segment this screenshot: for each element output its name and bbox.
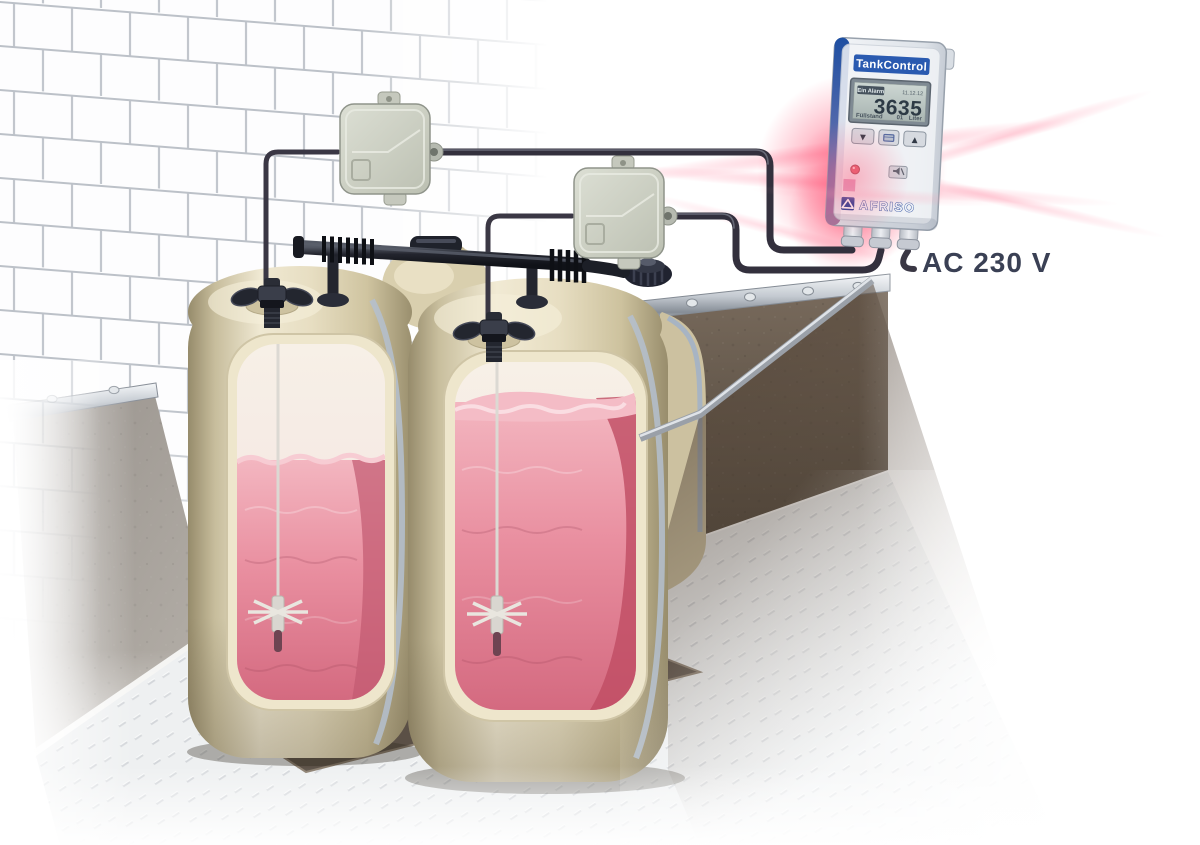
up-arrow-icon: ▲ (909, 135, 919, 147)
manifold-hose (582, 260, 630, 278)
probe-cable-1 (263, 149, 341, 289)
fill-manifold (293, 236, 630, 309)
tank1-probe-fitting (230, 278, 314, 328)
tank1-window (237, 344, 385, 700)
manifold-coupler (322, 236, 374, 265)
up-key (903, 130, 927, 148)
power-label: AC 230 V (922, 247, 1051, 278)
junction-box-1 (339, 91, 444, 206)
lcd-caption-right: Liter (909, 116, 923, 123)
device-title: TankControl (856, 58, 928, 74)
rail-bolt (686, 298, 698, 308)
fade-left (0, 360, 150, 845)
alarm-glow-streak (750, 185, 1010, 207)
tank2-probe-fitting (452, 312, 536, 362)
manifold-end-coupler (549, 249, 587, 283)
tank2-liquid-surface (455, 391, 636, 422)
probe-cable-2 (485, 213, 575, 325)
lcd-date: 11.12.12 (902, 90, 923, 97)
probe-signal-cables (432, 148, 885, 274)
power-cable (900, 248, 917, 272)
front-panel-edge (638, 276, 875, 442)
device-header (853, 54, 930, 76)
cable-probe-1 (432, 148, 856, 254)
fade-bottom (0, 760, 1200, 845)
tank-1 (188, 266, 412, 758)
tank2-probe-spacer (467, 601, 527, 627)
tank2-probe-tip (493, 632, 501, 656)
rail-bolt (802, 286, 814, 296)
tank1-probe-tip (274, 630, 282, 652)
junction-box-2 (573, 155, 678, 270)
lcd-caption-left: Füllstand (856, 113, 883, 120)
lcd-value: 3635 (873, 95, 923, 121)
tank2-liquid (455, 402, 636, 710)
tank1-strap (369, 298, 406, 746)
rail-bolt (744, 292, 756, 302)
alarm-glow-overlay (793, 120, 909, 236)
lcd-status-text: Ein Alarm (857, 88, 884, 95)
tank-2 (408, 278, 668, 782)
lcd-caption-middle: 01 (896, 115, 904, 121)
tank2-window (455, 362, 636, 710)
tank1-liquid-surface (237, 452, 385, 466)
lcd-status-badge (857, 85, 885, 96)
lcd-display: Ein Alarm 11.12.12 3635 Füllstand 01 Lit… (847, 77, 932, 127)
manifold-end-flange (293, 236, 304, 258)
tank1-probe-spacer (248, 599, 308, 625)
